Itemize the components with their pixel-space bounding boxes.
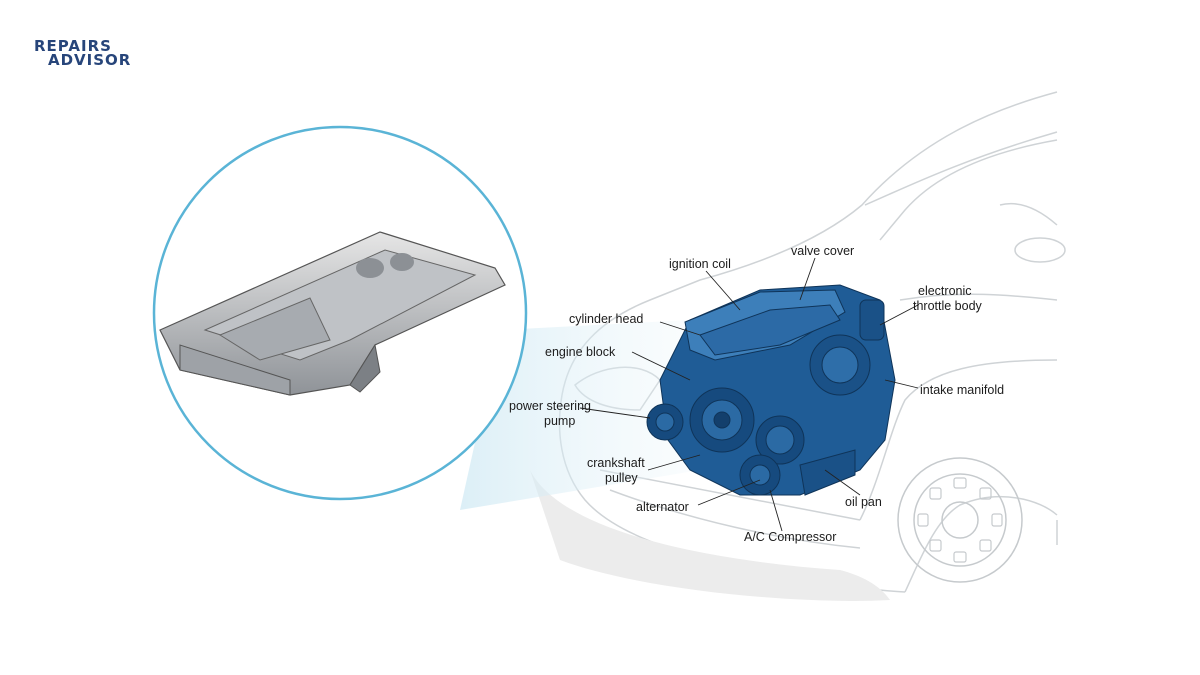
label-oil-pan: oil pan	[845, 495, 882, 509]
logo-line-advisor: ADVISOR	[48, 51, 132, 69]
label-ac-compressor: A/C Compressor	[744, 530, 836, 544]
label-throttle-body: throttle body	[913, 299, 983, 313]
oil-pan-closeup	[159, 231, 506, 396]
repairs-advisor-logo: REPAIRS ADVISOR	[34, 35, 164, 75]
label-valve-cover: valve cover	[791, 244, 854, 258]
engine-assembly	[646, 284, 896, 496]
label-pump: pump	[544, 414, 575, 428]
wheel	[897, 457, 1023, 583]
label-engine-block: engine block	[545, 345, 616, 359]
label-cylinder-head: cylinder head	[569, 312, 643, 326]
label-crankshaft: crankshaft	[587, 456, 645, 470]
label-ignition-coil: ignition coil	[669, 257, 731, 271]
car-shadow	[530, 470, 890, 601]
leader-lines	[579, 257, 919, 532]
logo-line-repairs: REPAIRS	[34, 37, 112, 55]
label-power-steering: power steering	[509, 399, 591, 413]
label-alternator: alternator	[636, 500, 689, 514]
magnifier-beam	[460, 320, 700, 510]
label-pulley: pulley	[605, 471, 638, 485]
label-intake-manifold: intake manifold	[920, 383, 1004, 397]
label-electronic: electronic	[918, 284, 972, 298]
